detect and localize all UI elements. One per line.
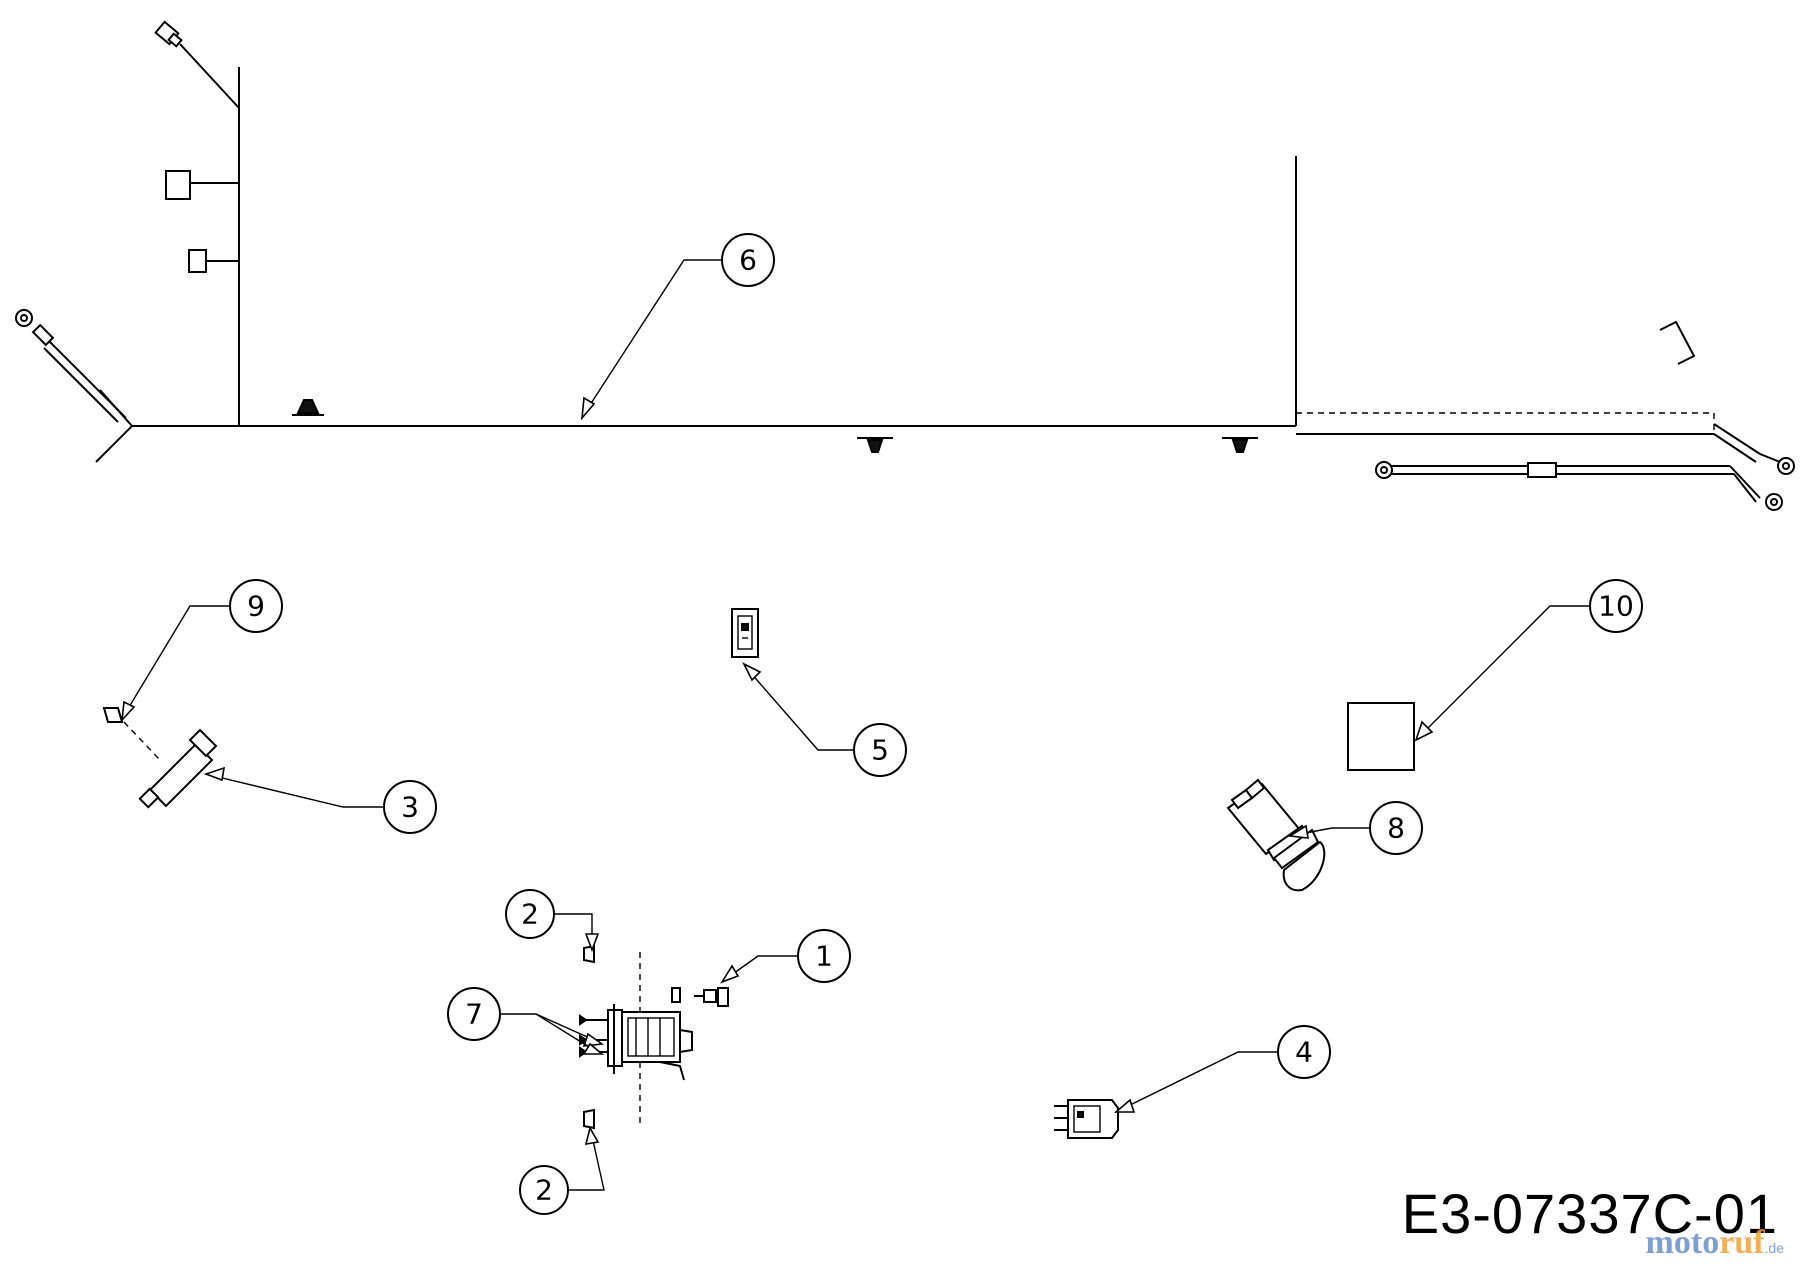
watermark-logo: motoruf.de xyxy=(1646,1224,1784,1262)
callout-6: 6 xyxy=(721,233,775,287)
callout-label: 4 xyxy=(1295,1036,1313,1069)
nut-part-2-bottom xyxy=(583,1108,595,1130)
harness-clip xyxy=(292,399,324,416)
switch-assembly-part-7 xyxy=(579,952,693,1125)
callout-5: 5 xyxy=(853,723,907,777)
watermark-part2: ruf xyxy=(1719,1224,1765,1261)
screw-part-1 xyxy=(671,987,729,1007)
ignition-switch-part-8 xyxy=(1226,778,1326,892)
callout-label: 3 xyxy=(401,791,419,824)
callout-4: 4 xyxy=(1277,1025,1331,1079)
relay-part-4 xyxy=(1054,1099,1119,1139)
callout-label: 2 xyxy=(521,898,539,931)
switch-part-5 xyxy=(731,608,759,658)
callout-label: 9 xyxy=(247,590,265,623)
callout-label: 8 xyxy=(1387,812,1405,845)
callout-label: 5 xyxy=(871,734,889,767)
callout-label: 10 xyxy=(1598,590,1634,623)
callout-2a: 2 xyxy=(505,889,555,939)
harness-clip xyxy=(1222,437,1258,453)
callout-label: 6 xyxy=(739,244,757,277)
callout-8: 8 xyxy=(1369,801,1423,855)
wiring-harness xyxy=(15,20,1795,511)
drawing-code: E3-07337C-01 xyxy=(1401,1182,1778,1245)
watermark-tld: .de xyxy=(1764,1240,1784,1256)
module-part-10 xyxy=(1347,702,1415,771)
callout-label: 2 xyxy=(535,1174,553,1207)
callout-label: 7 xyxy=(465,998,483,1031)
callout-1: 1 xyxy=(797,929,851,983)
watermark-part1: moto xyxy=(1645,1224,1720,1261)
callout-10: 10 xyxy=(1589,579,1643,633)
callout-label: 1 xyxy=(815,940,833,973)
harness-clip xyxy=(857,437,893,453)
switch-part-3 xyxy=(102,707,218,809)
callout-leaders xyxy=(120,259,1590,1191)
callout-7: 7 xyxy=(447,987,501,1041)
callout-2b: 2 xyxy=(519,1165,569,1215)
callout-9: 9 xyxy=(229,579,283,633)
callout-3: 3 xyxy=(383,780,437,834)
